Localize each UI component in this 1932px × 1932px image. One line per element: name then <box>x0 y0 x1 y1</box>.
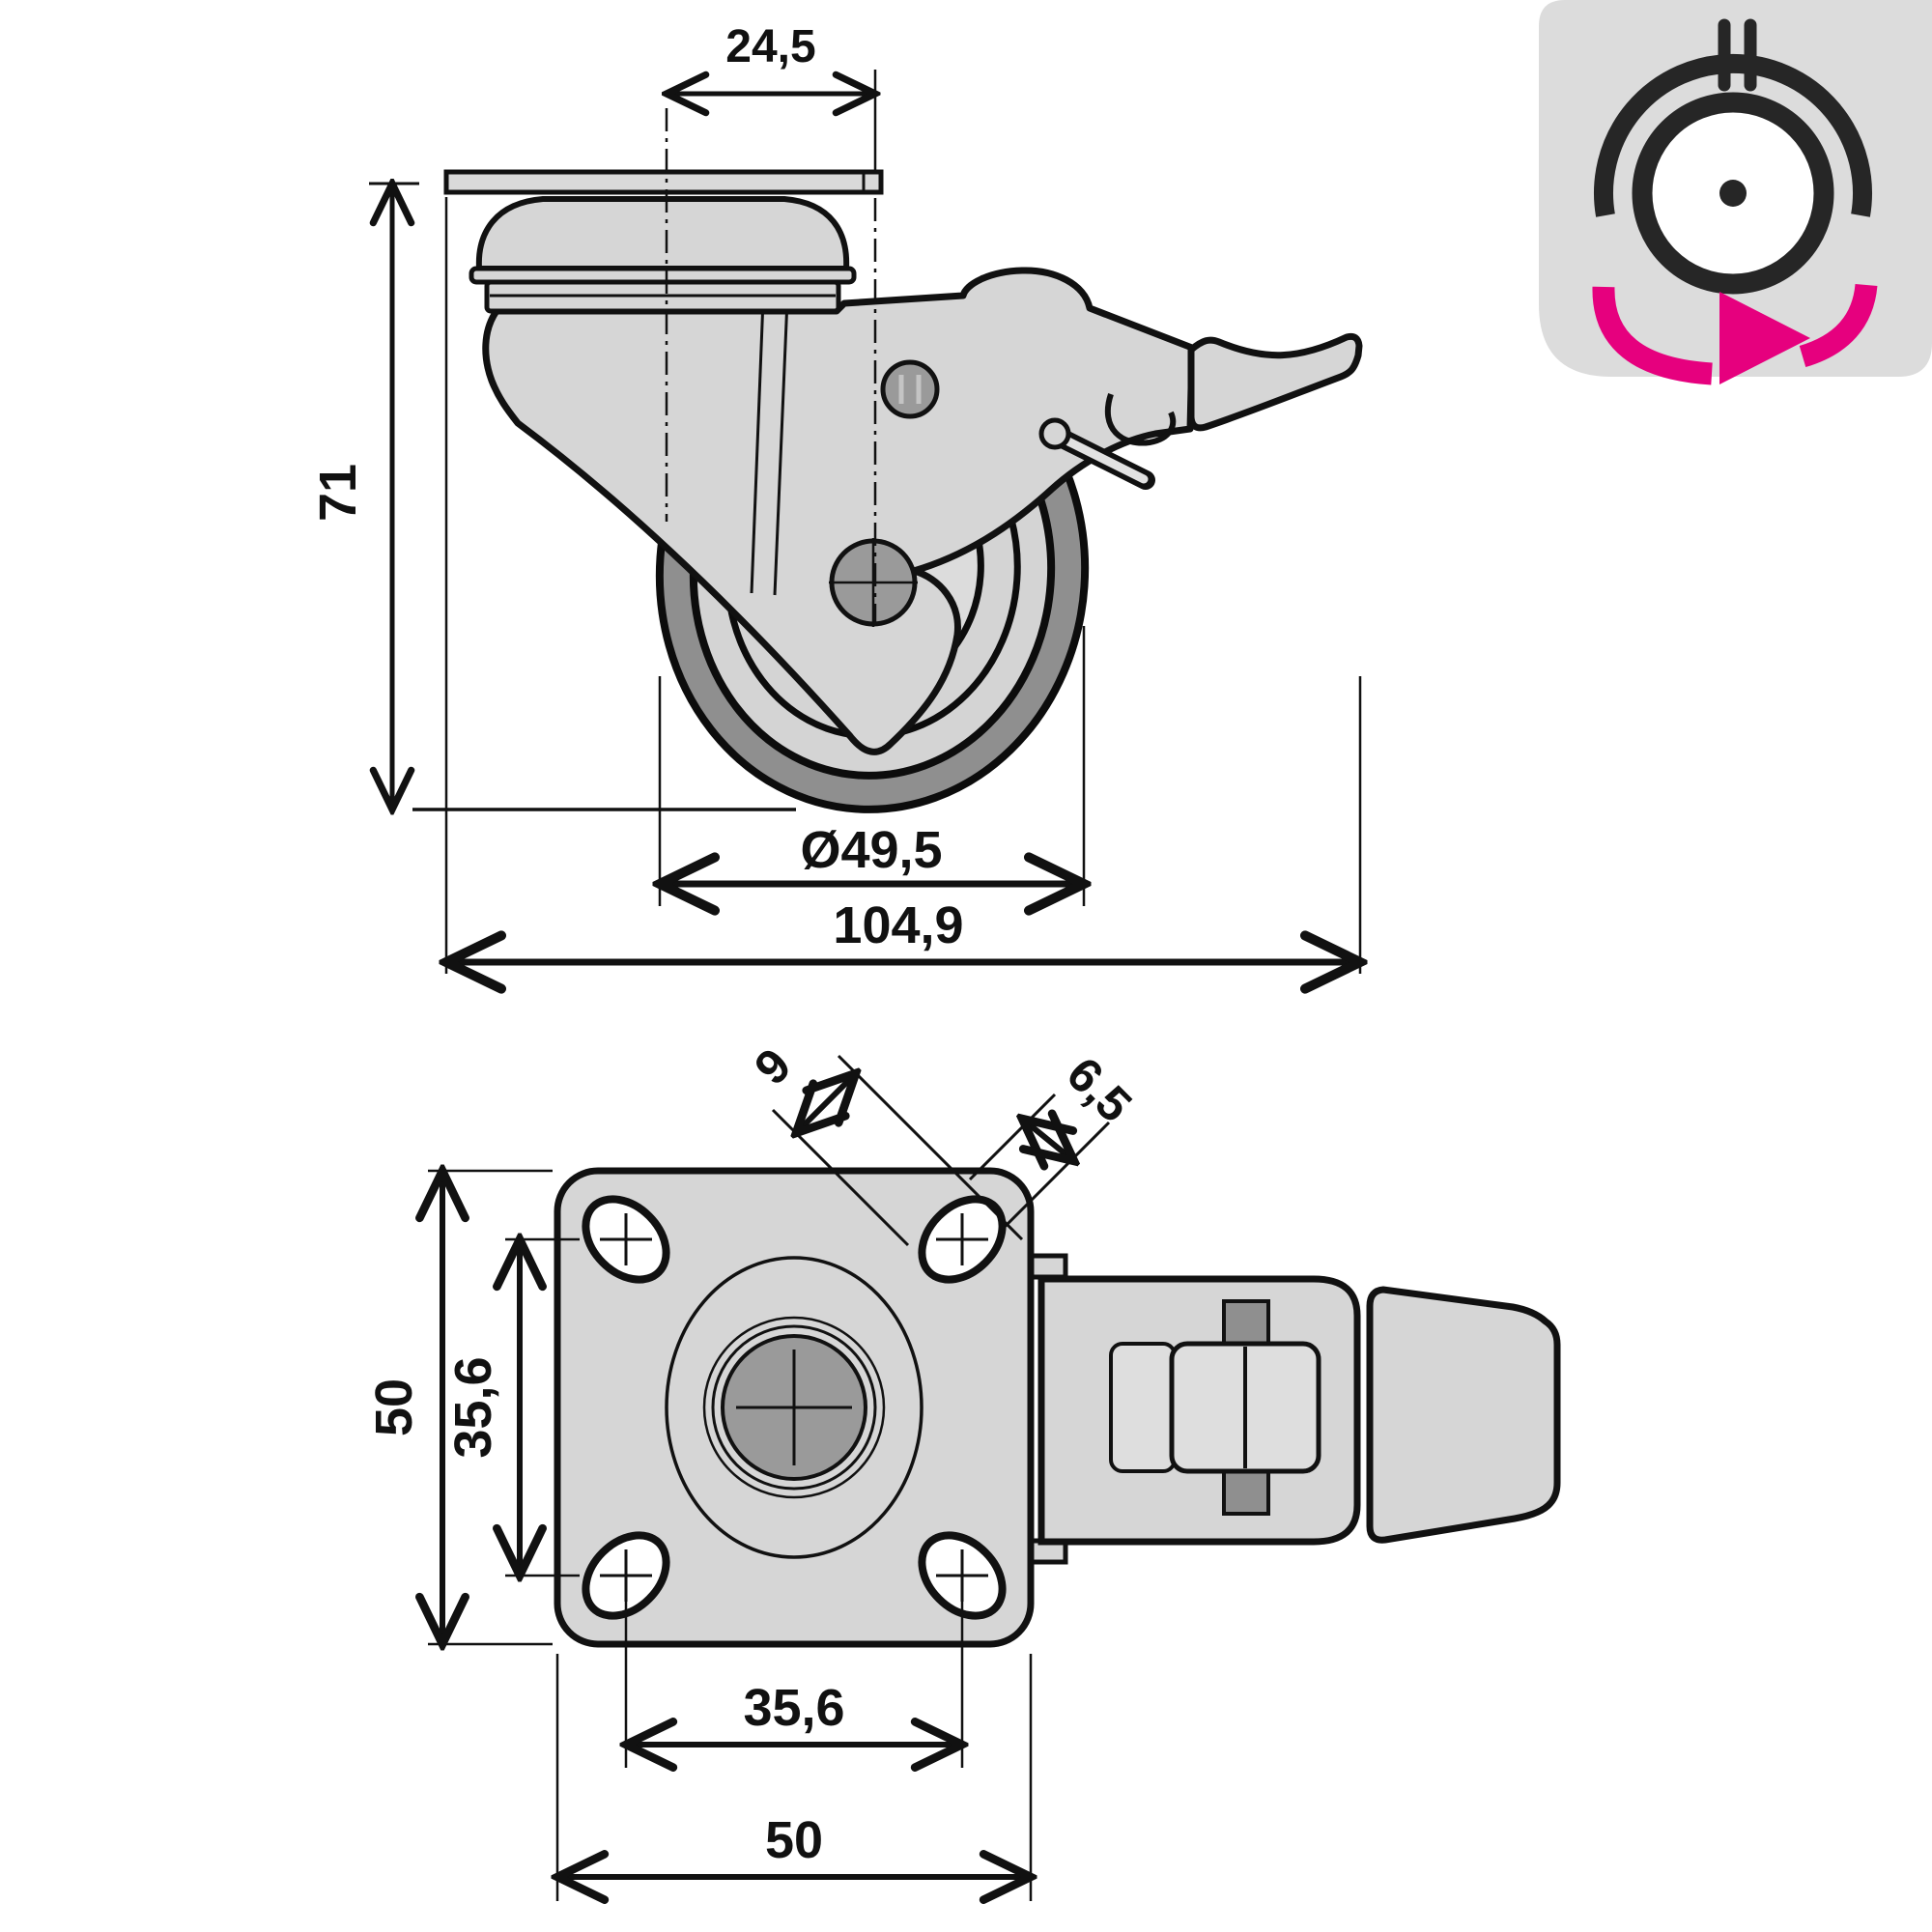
brake-pin <box>1056 433 1149 484</box>
dim-label-35-6-h: 35,6 <box>743 1679 844 1737</box>
mounting-plate-side <box>443 169 884 195</box>
fork-ridge-line <box>750 298 765 594</box>
dim-label-104-9: 104,9 <box>833 896 963 954</box>
dim-overall-height: 71 <box>309 184 419 810</box>
extension-line <box>837 1054 1024 1241</box>
swivel-arrow-arc-icon <box>1592 286 1713 385</box>
swivel-badge <box>1539 0 1932 385</box>
caster-fork-arc-icon <box>1594 54 1872 217</box>
extension-line <box>968 1093 1057 1181</box>
dimension-arrow <box>796 1073 856 1133</box>
mounting-slot-top-right <box>918 1195 1007 1284</box>
dim-overall-length: 104,9 <box>446 197 1360 974</box>
dim-label-50-v: 50 <box>365 1378 423 1436</box>
dim-label-35-6-v: 35,6 <box>444 1356 502 1458</box>
brake-linkage-hook <box>1104 393 1177 446</box>
housing-inner-plan <box>1109 1342 1177 1473</box>
dim-wheel-diameter: Ø49,5 <box>660 626 1084 906</box>
dim-plate-side-vertical: 50 <box>365 1171 553 1644</box>
mounting-slot-top-left <box>582 1195 670 1284</box>
dim-plate-offset: 24,5 <box>667 21 875 170</box>
housing-tab <box>1028 1253 1068 1280</box>
brake-pedal-plan <box>1366 1286 1561 1544</box>
swivel-caster-icon <box>1592 18 1878 385</box>
brake-pivot <box>1038 417 1071 450</box>
bolt-ring <box>702 1316 886 1499</box>
dim-label-24-5: 24,5 <box>725 21 815 72</box>
dim-label-49-5: Ø49,5 <box>800 821 942 879</box>
fork-body <box>482 267 1196 755</box>
swivel-dome <box>475 196 850 271</box>
brake-lever <box>1187 332 1363 432</box>
bolt-ring <box>711 1324 877 1491</box>
dim-label-50-h: 50 <box>765 1811 823 1869</box>
fork-ridge-line <box>773 298 789 596</box>
dim-bolt-spacing-horizontal: 35,6 <box>626 1576 962 1768</box>
dim-label-9: 9 <box>744 1037 801 1094</box>
axle-tab-plan <box>1222 1469 1270 1516</box>
swivel-race-outline <box>665 1256 923 1559</box>
extension-line <box>1003 1121 1111 1229</box>
axle-tab-plan <box>1222 1299 1270 1346</box>
swivel-arrow-arc-icon <box>1799 283 1878 368</box>
side-view: 24,5 71 Ø49,5 104,9 <box>309 21 1360 974</box>
swivel-arrowhead-icon <box>1719 292 1810 384</box>
plan-view: 50 35,6 9 6,5 35,6 <box>365 1037 1561 1901</box>
dim-plate-side-horizontal: 50 <box>557 1654 1031 1901</box>
caster-hub-dot-icon <box>1719 180 1747 207</box>
dim-bolt-spacing-vertical: 35,6 <box>444 1239 580 1576</box>
kingpin-bolt <box>880 359 940 419</box>
dimension-arrow <box>1022 1119 1074 1161</box>
dim-label-6-5: 6,5 <box>1057 1047 1143 1133</box>
dim-label-71: 71 <box>309 464 367 522</box>
